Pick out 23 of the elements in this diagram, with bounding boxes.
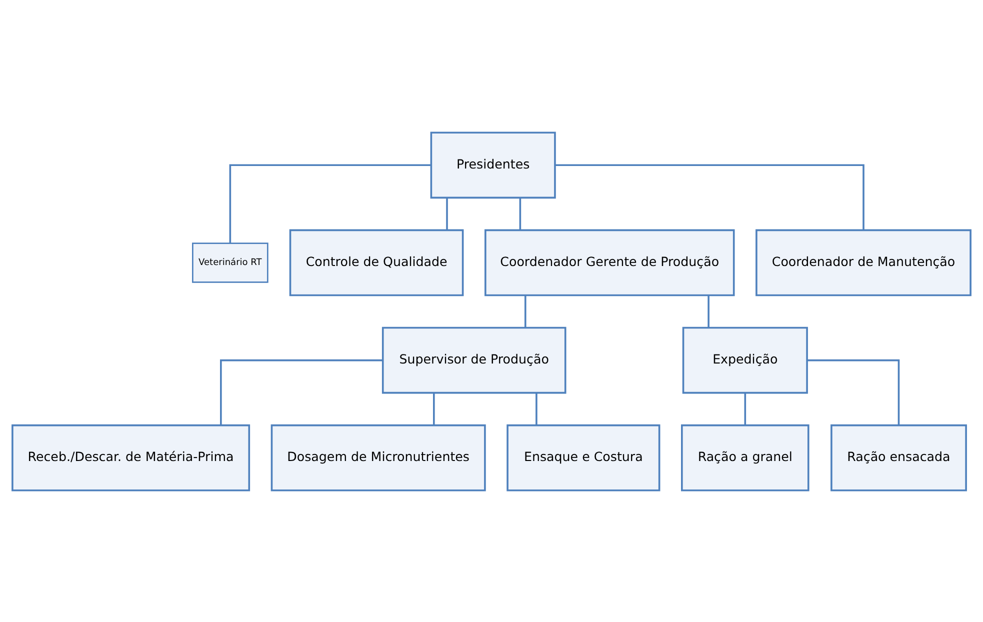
node-box: Coordenador Gerente de Produção [484, 228, 735, 296]
node-box: Coordenador de Manutenção [756, 228, 972, 296]
connector [446, 197, 448, 230]
connector [229, 164, 432, 243]
connector [708, 294, 710, 327]
node-box: Supervisor de Produção [382, 326, 566, 394]
connector [220, 358, 383, 425]
node-box: Receb./Descar. de Matéria-Prima [12, 424, 250, 491]
connector [807, 358, 900, 425]
connector [536, 392, 538, 425]
node-box: Expedição [682, 326, 808, 394]
node-box: Dosagem de Micronutrientes [270, 424, 486, 491]
node-box: Controle de Qualidade [289, 228, 464, 296]
connector [744, 392, 746, 425]
node-box: Ração a granel [681, 424, 810, 491]
node-box: Veterinário RT [192, 242, 268, 282]
node-box: Ração ensacada [830, 424, 967, 491]
connector [519, 197, 522, 230]
connector [524, 294, 526, 327]
node-box: Presidentes [430, 131, 556, 198]
connector [433, 392, 435, 425]
node-box: Ensaque e Costura [506, 424, 660, 491]
connector [555, 164, 864, 230]
